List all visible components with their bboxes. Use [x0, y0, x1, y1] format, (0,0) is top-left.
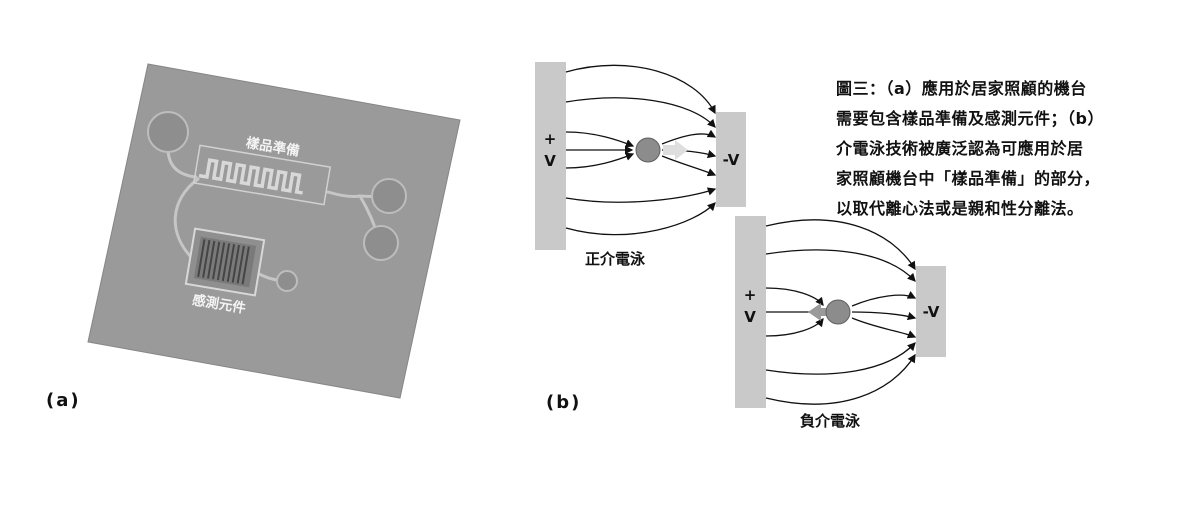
- caption-line: 圖三：（a）應用於居家照顧的機台: [836, 79, 1087, 98]
- caption-line: 需要包含樣品準備及感測元件；（b）: [836, 109, 1104, 128]
- panel-b-label: (b): [546, 392, 582, 413]
- field-line: [765, 249, 916, 282]
- negative-electrode: [916, 266, 946, 357]
- sample-prep-outline: [192, 144, 332, 206]
- field-line: [851, 311, 917, 321]
- minus-v-label: -V: [723, 151, 740, 169]
- sensor-electrode-fingers: [197, 239, 250, 285]
- positive-electrode: [535, 62, 566, 250]
- particle: [635, 137, 661, 163]
- figure-caption: 圖三：（a）應用於居家照顧的機台 需要包含樣品準備及感測元件；（b） 介電泳技術…: [836, 74, 1104, 224]
- field-line: [565, 97, 716, 128]
- caption-line: 家照顧機台中「樣品準備」的部分，: [836, 169, 1101, 188]
- negative-dep-caption: 負介電泳: [800, 412, 861, 430]
- sensor-outlet-well: [276, 270, 298, 292]
- particle-motion-arrow-right: [663, 140, 688, 160]
- field-line: [661, 129, 717, 145]
- outlet-well-top: [371, 178, 407, 214]
- field-line: [765, 287, 824, 306]
- field-line: [765, 219, 916, 271]
- channel-to-sensor: [173, 177, 200, 259]
- caption-line: 介電泳技術被廣泛認為可應用於居: [836, 139, 1084, 158]
- field-line: [565, 187, 717, 203]
- dep-diagrams: + V -V 正介電泳 + V: [535, 62, 946, 430]
- chip-body: [87, 63, 461, 399]
- field-line: [851, 291, 917, 307]
- v-label: V: [544, 152, 556, 170]
- v-label: V: [744, 308, 756, 326]
- negative-dep-diagram: + V -V 負介電泳: [735, 216, 946, 430]
- minus-v-label: -V: [923, 303, 940, 321]
- field-line: [565, 202, 716, 236]
- negative-electrode: [716, 112, 746, 207]
- outlet-well-bottom: [363, 225, 399, 261]
- field-lines: [565, 64, 717, 236]
- plus-label: +: [544, 130, 557, 148]
- channel-main: [326, 190, 362, 198]
- field-lines: [765, 219, 917, 405]
- caption-line: 以取代離心法或是親和性分離法。: [836, 199, 1084, 218]
- microfluidic-chip-panel: 樣品準備 感測元件: [87, 63, 461, 399]
- field-line: [851, 317, 917, 339]
- positive-electrode: [735, 216, 766, 408]
- inlet-well: [147, 111, 189, 153]
- field-line: [565, 131, 635, 148]
- positive-dep-diagram: + V -V 正介電泳: [535, 62, 746, 268]
- field-line: [765, 318, 824, 337]
- positive-dep-caption: 正介電泳: [585, 250, 646, 268]
- particle: [825, 299, 851, 325]
- field-line: [765, 353, 916, 405]
- chip-wells: [147, 111, 407, 292]
- field-line: [661, 155, 717, 177]
- particle-motion-arrow-left: [808, 303, 834, 321]
- serpentine-channel: [198, 158, 303, 195]
- panel-a-label: (a): [46, 390, 81, 411]
- plus-label: +: [744, 286, 757, 304]
- field-line: [565, 152, 635, 169]
- field-line: [765, 342, 916, 375]
- field-line: [565, 64, 716, 115]
